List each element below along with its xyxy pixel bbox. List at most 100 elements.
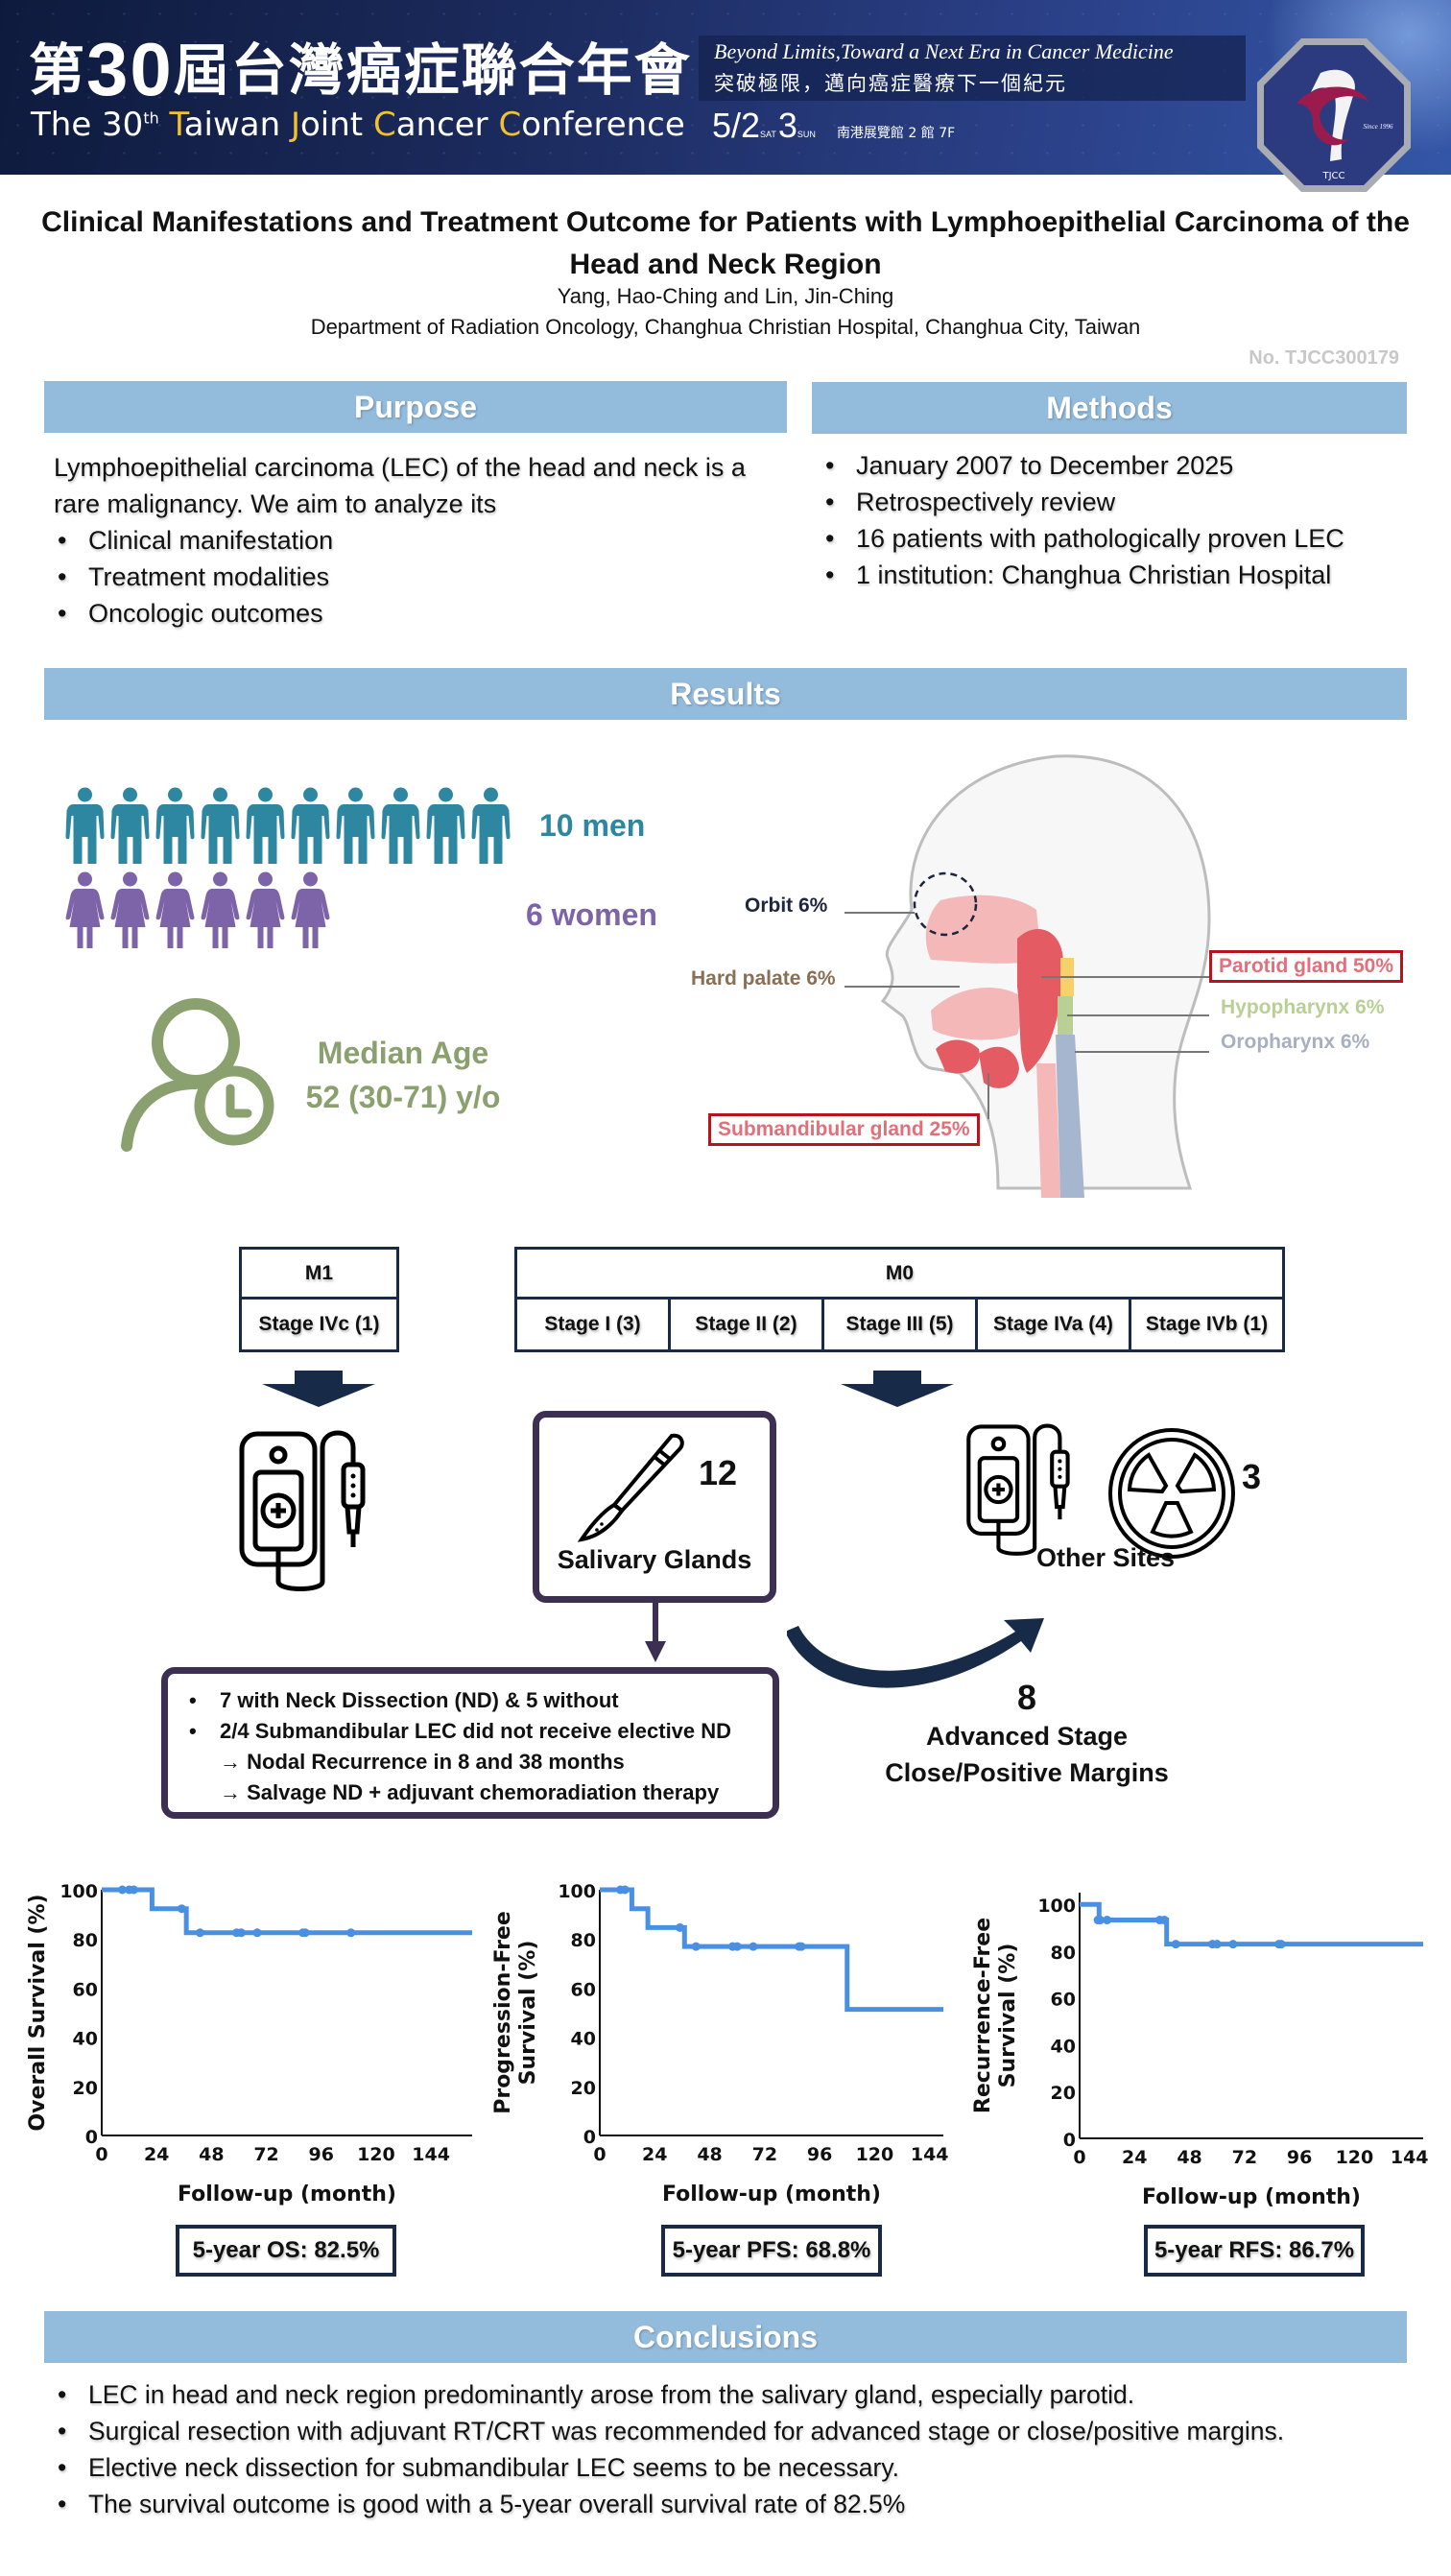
scalpel-icon — [577, 1433, 684, 1542]
affiliation: Department of Radiation Oncology, Changh… — [310, 315, 1141, 339]
censor-mark — [1095, 1916, 1105, 1925]
conclusion-item: Surgical resection with adjuvant RT/CRT … — [54, 2413, 1436, 2449]
y-tick-label: 100 — [1037, 1896, 1076, 1917]
conference-title-chinese: 第30屆台灣癌症聯合年會 — [29, 25, 692, 113]
purpose-item: Treatment modalities — [54, 559, 783, 595]
site-label-hypopharynx: Hypopharynx 6% — [1221, 996, 1385, 1018]
conclusion-item: Elective neck dissection for submandibul… — [54, 2449, 1436, 2486]
stage-cell: Stage I (3) — [517, 1300, 671, 1349]
y-axis-label: Recurrence-Free — [971, 1918, 995, 2113]
x-tick-label: 0 — [95, 2144, 107, 2165]
title-initial: C — [372, 106, 396, 144]
women-count-label: 6 women — [526, 897, 657, 932]
title-word-rest: oint — [300, 106, 373, 144]
x-tick-label: 48 — [199, 2144, 224, 2165]
women-pictogram-row — [65, 871, 330, 950]
median-age: Median Age 52 (30-71) y/o — [288, 1031, 518, 1119]
methods-item: 1 institution: Changhua Christian Hospit… — [821, 557, 1436, 593]
en-title-sup: th — [143, 108, 159, 128]
other-sites-count: 3 — [1242, 1457, 1262, 1496]
site-label-hard-palate: Hard palate 6% — [691, 967, 836, 990]
methods-item: January 2007 to December 2025 — [821, 447, 1436, 484]
censor-mark — [195, 1928, 204, 1938]
man-icon — [201, 787, 240, 864]
man-icon — [65, 787, 105, 864]
survival-curve — [102, 1887, 472, 1936]
purpose-section: Lymphoepithelial carcinoma (LEC) of the … — [54, 449, 783, 632]
y-tick-label: 60 — [73, 1979, 98, 2000]
title-word-rest: aiwan — [183, 106, 291, 144]
y-tick-label: 0 — [1063, 2130, 1076, 2151]
x-tick-label: 72 — [752, 2144, 777, 2165]
purpose-item: Oncologic outcomes — [54, 595, 783, 632]
title-word-rest: ancer — [395, 106, 499, 144]
head-neck-anatomy-diagram — [844, 754, 1211, 1198]
y-axis-label: Progression-Free — [491, 1911, 515, 2114]
nd-list: 7 with Neck Dissection (ND) & 5 without … — [185, 1685, 755, 1747]
zh-title-prefix: 第 — [29, 37, 87, 103]
x-tick-label: 144 — [911, 2144, 949, 2165]
y-tick-label: 20 — [73, 2078, 98, 2099]
slogan-english: Beyond Limits,Toward a Next Era in Cance… — [714, 39, 1174, 63]
m1-header: M1 — [242, 1250, 396, 1300]
abstract-number: No. TJCC300179 — [1249, 347, 1399, 369]
title-initial: T — [169, 106, 184, 144]
m0-stage-row: Stage I (3) Stage II (2) Stage III (5) S… — [517, 1300, 1282, 1349]
censor-mark — [236, 1928, 246, 1938]
x-tick-label: 72 — [253, 2144, 278, 2165]
censor-mark — [691, 1942, 701, 1951]
censor-mark — [676, 1922, 685, 1932]
x-tick-label: 120 — [357, 2144, 395, 2165]
y-axis-label: Overall Survival (%) — [26, 1894, 50, 2131]
venue: 南港展覽館 2 館 7F — [836, 126, 956, 141]
methods-item: 16 patients with pathologically proven L… — [821, 520, 1436, 557]
paper-title: Clinical Manifestations and Treatment Ou… — [41, 206, 1410, 280]
censor-mark — [732, 1942, 742, 1951]
conclusion-item: The survival outcome is good with a 5-ye… — [54, 2486, 1436, 2522]
y-tick-label: 80 — [1051, 1943, 1076, 1964]
logo-text: TJCC — [1321, 171, 1344, 181]
slogan-chinese: 突破極限，邁向癌症醫療下一個紀元 — [714, 72, 1067, 95]
chemotherapy-iv-bag-icon — [966, 1423, 1070, 1556]
x-tick-label: 48 — [1177, 2147, 1201, 2168]
man-icon — [426, 787, 465, 864]
neck-dissection-box: 7 with Neck Dissection (ND) & 5 without … — [161, 1667, 779, 1819]
conclusions-list: LEC in head and neck region predominantl… — [54, 2376, 1436, 2522]
y-tick-label: 100 — [558, 1881, 596, 1902]
pfs-summary-box: 5-year PFS: 68.8% — [661, 2225, 882, 2277]
x-tick-label: 24 — [642, 2144, 667, 2165]
results-heading: Results — [44, 668, 1407, 720]
y-tick-label: 40 — [1051, 2036, 1076, 2057]
date-end: 3 — [777, 106, 797, 145]
methods-list: January 2007 to December 2025 Retrospect… — [821, 447, 1436, 593]
y-axis-label: Survival (%) — [516, 1941, 540, 2086]
nd-outcome: → Nodal Recurrence in 8 and 38 months — [220, 1750, 625, 1774]
esophagus — [1036, 1063, 1060, 1198]
site-label-oropharynx: Oropharynx 6% — [1221, 1031, 1370, 1053]
men-count-label: 10 men — [539, 808, 646, 843]
slogan-box: Beyond Limits,Toward a Next Era in Cance… — [699, 36, 1246, 101]
y-tick-label: 60 — [571, 1979, 596, 2000]
other-sites-label: Other Sites — [1035, 1543, 1176, 1572]
m1-stage-table: M1 Stage IVc (1) — [239, 1247, 399, 1352]
purpose-list: Clinical manifestation Treatment modalit… — [54, 522, 783, 632]
x-tick-label: 144 — [1391, 2147, 1429, 2168]
x-axis-label: Follow-up (month) — [662, 2182, 881, 2206]
x-tick-label: 72 — [1232, 2147, 1257, 2168]
en-title-prefix: The 30 — [31, 106, 144, 144]
salivary-glands-count: 12 — [699, 1453, 738, 1492]
censor-mark — [177, 1904, 186, 1914]
x-tick-label: 96 — [807, 2144, 832, 2165]
other-sites-icons — [966, 1423, 1235, 1559]
censor-mark — [129, 1885, 138, 1895]
man-icon — [246, 787, 285, 864]
y-tick-label: 100 — [59, 1881, 98, 1902]
y-tick-label: 0 — [85, 2127, 98, 2148]
date-end-dow: SUN — [797, 130, 816, 139]
censor-mark — [300, 1928, 310, 1938]
